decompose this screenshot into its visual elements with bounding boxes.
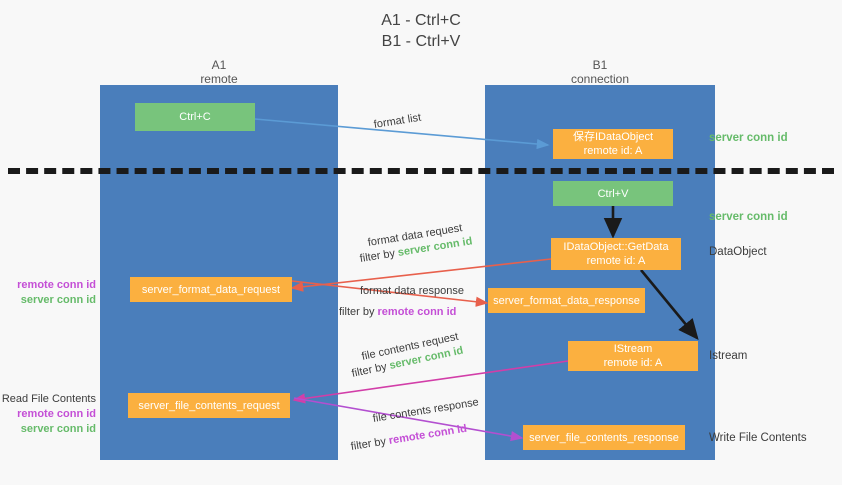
- label-dataobject: DataObject: [709, 246, 767, 258]
- title-line-1: A1 - Ctrl+C: [381, 12, 461, 29]
- column-b1-sub: connection: [570, 72, 630, 86]
- left-label-remote-conn-id-2: remote conn id: [17, 408, 96, 420]
- wire-format-data-request: [290, 258, 552, 292]
- box-istream-line2: remote id: A: [603, 357, 663, 369]
- wire-file-contents-request: [292, 360, 569, 404]
- label-write-file-contents: Write File Contents: [709, 432, 807, 444]
- column-a1-name: A1: [211, 58, 227, 72]
- label-server-conn-id-top: server conn id: [709, 132, 788, 144]
- box-idataobject[interactable]: 保存IDataObject remote id: A: [553, 129, 673, 159]
- left-label-read-file-contents: Read File Contents: [1, 393, 96, 405]
- wire-file-contents-response: [293, 397, 524, 442]
- box-ctrl-c-label: Ctrl+C: [179, 111, 211, 123]
- left-label-server-conn-id-2: server conn id: [20, 423, 96, 435]
- box-istream[interactable]: IStream remote id: A: [568, 341, 698, 371]
- box-idataobject-line1: 保存IDataObject: [572, 131, 654, 143]
- page-title: A1 - Ctrl+C B1 - Ctrl+V: [0, 10, 842, 52]
- box-server-file-contents-response[interactable]: server_file_contents_response: [523, 425, 685, 450]
- edge-label-format-data-response: format data response: [360, 285, 464, 297]
- left-labels-format: remote conn id server conn id: [0, 278, 96, 308]
- label-istream: Istream: [709, 350, 748, 362]
- box-getdata-line1: IDataObject::GetData: [563, 241, 669, 253]
- left-label-server-conn-id-1: server conn id: [20, 294, 96, 306]
- left-label-remote-conn-id-1: remote conn id: [17, 279, 96, 291]
- edge-label-format-data-response-filter: filter by remote conn id: [339, 305, 456, 320]
- phase-divider: [8, 168, 834, 174]
- box-ctrl-c[interactable]: Ctrl+C: [135, 103, 255, 131]
- filter-prefix-2: filter by: [339, 306, 378, 318]
- box-server-format-data-request[interactable]: server_format_data_request: [130, 277, 292, 302]
- title-line-2: B1 - Ctrl+V: [381, 33, 461, 50]
- box-ctrl-v-label: Ctrl+V: [597, 187, 629, 200]
- column-b1-name: B1: [592, 58, 608, 72]
- box-server-file-contents-request[interactable]: server_file_contents_request: [128, 393, 290, 418]
- box-idataobject-getdata[interactable]: IDataObject::GetData remote id: A: [551, 238, 681, 270]
- label-server-conn-id-second: server conn id: [709, 211, 788, 223]
- box-getdata-line2: remote id: A: [586, 255, 646, 267]
- left-labels-file: Read File Contents remote conn id server…: [0, 392, 96, 437]
- box-server-file-contents-response-label: server_file_contents_response: [529, 431, 679, 444]
- wire-format-list: [254, 118, 550, 150]
- box-server-format-data-request-label: server_format_data_request: [141, 283, 281, 296]
- column-a1-sub: remote: [200, 72, 238, 86]
- box-idataobject-line2: remote id: A: [583, 145, 643, 157]
- filter-value-2: remote conn id: [377, 306, 457, 318]
- box-server-format-data-response[interactable]: server_format_data_response: [488, 288, 645, 313]
- wire-getdata-istream: [639, 269, 699, 341]
- wire-format-data-response: [291, 280, 489, 307]
- box-server-file-contents-request-label: server_file_contents_request: [138, 399, 280, 412]
- column-header-a1: A1 remote: [100, 58, 338, 86]
- box-istream-line1: IStream: [613, 343, 653, 355]
- box-ctrl-v[interactable]: Ctrl+V: [553, 181, 673, 206]
- box-server-format-data-response-label: server_format_data_response: [493, 294, 640, 307]
- column-header-b1: B1 connection: [485, 58, 715, 86]
